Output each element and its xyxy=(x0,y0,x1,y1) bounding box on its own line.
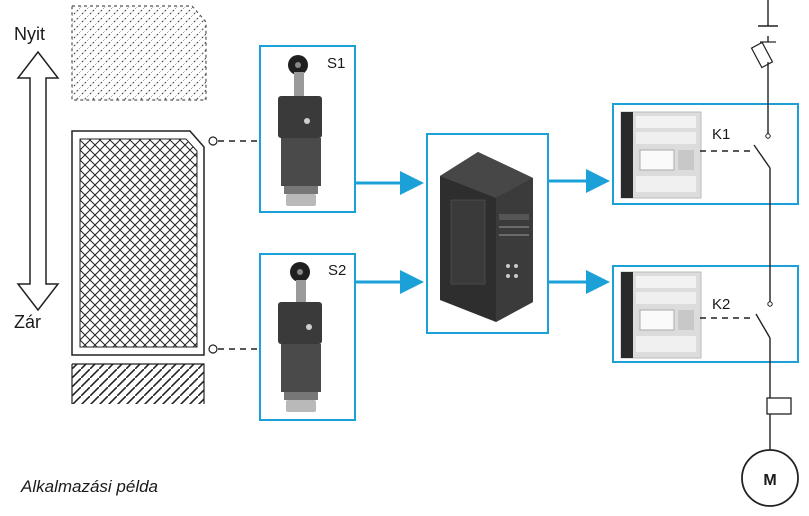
fuse-icon xyxy=(750,36,776,69)
s2-label: S2 xyxy=(328,262,346,279)
safety-relay-icon xyxy=(440,152,533,322)
contactor-k2: K2 xyxy=(612,265,799,363)
signal-arrows xyxy=(355,169,610,294)
contactor-icon xyxy=(620,271,702,359)
open-label: Nyit xyxy=(14,24,45,44)
switch-s1: S1 xyxy=(259,45,356,213)
k2-label: K2 xyxy=(712,296,730,313)
closed-label: Zár xyxy=(14,312,41,332)
k1-label: K1 xyxy=(712,126,730,143)
motor-icon: M xyxy=(741,449,799,507)
limit-switch-icon xyxy=(278,55,322,206)
motor-label: M xyxy=(763,472,776,489)
s1-label: S1 xyxy=(327,55,345,72)
guard-fixed-part xyxy=(71,363,205,404)
contactor-icon xyxy=(620,111,702,199)
double-arrow-icon xyxy=(16,50,60,312)
caption: Alkalmazási példa xyxy=(20,477,158,496)
switch-s2: S2 xyxy=(259,253,356,421)
limit-switch-icon xyxy=(278,262,322,412)
contactor-k1: K1 xyxy=(612,103,799,205)
guard-open-position xyxy=(71,5,207,101)
hatched-guard-icon xyxy=(71,130,205,356)
power-circuit xyxy=(750,0,792,452)
safety-relay xyxy=(426,133,549,334)
